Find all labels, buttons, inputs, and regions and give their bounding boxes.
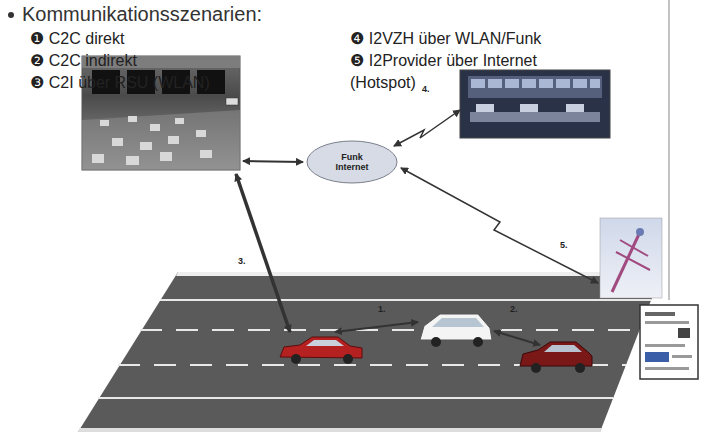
callout-number: 2.: [510, 304, 518, 314]
callout-number: 4.: [422, 84, 430, 94]
node-label: Funk Internet: [330, 152, 374, 172]
bullet: [8, 12, 14, 18]
callout-number: 5.: [560, 240, 568, 250]
scenario-item: ❷ C2C indirekt: [30, 50, 137, 72]
slide-title: Kommunikationsszenarien:: [22, 2, 262, 26]
frame-line: [669, 0, 670, 300]
info-sign: [640, 305, 698, 379]
cloud-ellipse: Funk Internet: [306, 140, 398, 184]
communication-arrows: [236, 110, 598, 345]
road: [78, 272, 662, 432]
tunnel-photo: [82, 56, 240, 170]
dark-red-car: [520, 342, 592, 373]
scenario-item: ❸ C2I über RSU (WLAN): [30, 72, 210, 94]
node-texts: Funk Internet: [306, 140, 398, 184]
scenario-item: ❹ I2VZH über WLAN/Funk: [350, 28, 541, 50]
control-room-photo: [460, 70, 610, 138]
callout-number: 3.: [238, 256, 246, 266]
scenario-item: ❶ C2C direkt: [30, 28, 124, 50]
red-car: [280, 337, 362, 364]
callout-number: 1.: [378, 304, 386, 314]
white-car: [420, 314, 492, 347]
scenario-item: ❺ I2Provider über Internet (Hotspot): [350, 50, 565, 94]
antenna-icon: [600, 218, 662, 298]
